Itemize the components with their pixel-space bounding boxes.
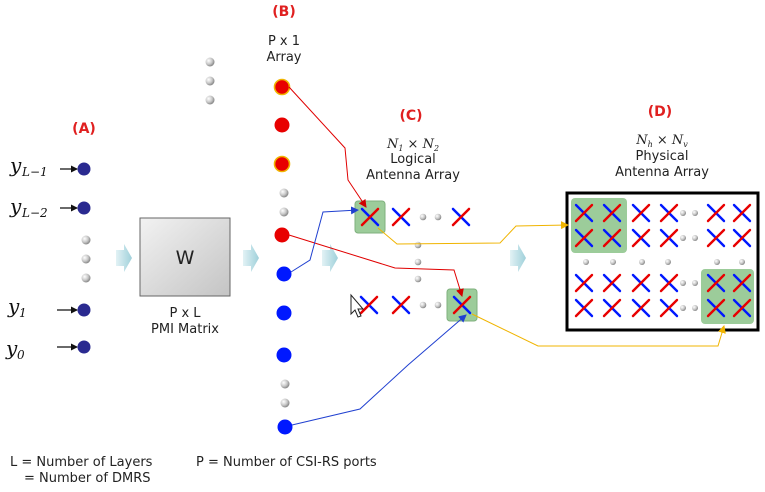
- port-red-1: [273, 78, 291, 96]
- logical-antenna-element: [451, 207, 471, 227]
- port-blue-4: [277, 419, 293, 435]
- link-yellow-1: [377, 221, 569, 245]
- logical-label-2: Antenna Array: [366, 168, 460, 183]
- physical-label-2: Antenna Array: [615, 165, 709, 180]
- physical-antenna-element: [659, 228, 679, 248]
- physical-antenna-element: [602, 228, 622, 248]
- physical-antenna-element: [574, 228, 594, 248]
- flow-arrow-3: [322, 244, 338, 272]
- layer-yL-1: y L−1: [9, 153, 48, 179]
- physical-label: Physical: [636, 149, 689, 164]
- section-c-label: (C): [399, 108, 422, 124]
- logical-antenna-element: [359, 295, 379, 315]
- physical-antenna-element: [732, 273, 752, 293]
- flow-arrow-2: [243, 244, 259, 272]
- physical-antenna-element: [574, 273, 594, 293]
- physical-antenna-element: [631, 298, 651, 318]
- logical-vertical-ellipsis: [414, 241, 422, 283]
- svg-text:L−2: L−2: [21, 206, 48, 220]
- physical-antenna-element: [706, 228, 726, 248]
- physical-antenna-element: [631, 228, 651, 248]
- layer-yL-2: y L−2: [9, 194, 48, 220]
- svg-text:y: y: [9, 194, 22, 218]
- svg-text:y: y: [9, 153, 22, 177]
- link-yellow-2: [471, 313, 726, 347]
- pmi-matrix-dimension: P x L: [169, 306, 201, 321]
- pmi-matrix-symbol: W: [176, 247, 195, 269]
- link-red-port1: [288, 86, 367, 208]
- ports-bottom-ellipsis: [280, 379, 290, 408]
- section-b-label: (B): [272, 4, 295, 20]
- link-blue-port1: [290, 206, 359, 273]
- legend-ports: P = Number of CSI-RS ports: [196, 455, 377, 470]
- physical-antenna-element: [732, 203, 752, 223]
- svg-text:y: y: [5, 336, 18, 360]
- physical-antenna-element: [706, 273, 726, 293]
- physical-antenna-element: [706, 203, 726, 223]
- logical-antenna-element: [360, 207, 380, 227]
- legend-dmrs: = Number of DMRS: [24, 471, 151, 486]
- flow-arrow-1: [116, 244, 132, 272]
- layer-dot-yL-1: [77, 162, 91, 176]
- pmi-matrix-label: PMI Matrix: [151, 322, 219, 337]
- ports-mid-ellipsis: [279, 188, 289, 217]
- layer-y0: y 0: [5, 336, 25, 362]
- link-red-port4: [288, 234, 464, 297]
- array-b-dimension: P x 1: [268, 34, 300, 49]
- logical-antenna-element: [391, 295, 411, 315]
- physical-elements: [574, 203, 752, 318]
- svg-text:L−1: L−1: [21, 165, 48, 179]
- physical-ellipsis: [583, 210, 745, 311]
- link-blue-port4: [291, 314, 467, 426]
- port-blue-2: [276, 305, 292, 321]
- logical-row1-ellipsis: [419, 213, 442, 221]
- physical-dimension: Nh × Nv: [635, 133, 688, 149]
- array-b-label: Array: [266, 50, 301, 65]
- cursor-pointer: [350, 293, 365, 318]
- layer-dot-y0: [77, 340, 91, 354]
- pmi-matrix-box: [139, 217, 231, 297]
- layer-dot-y1: [77, 303, 91, 317]
- layer-dot-yL-2: [77, 201, 91, 215]
- physical-antenna-element: [732, 228, 752, 248]
- physical-antenna-element: [706, 298, 726, 318]
- ports-top-ellipsis: [205, 57, 215, 105]
- svg-text:y: y: [7, 294, 20, 318]
- physical-antenna-element: [602, 203, 622, 223]
- physical-antenna-element: [574, 298, 594, 318]
- layer-arrows: [57, 165, 78, 351]
- physical-antenna-element: [659, 203, 679, 223]
- logical-row2-ellipsis: [419, 301, 442, 309]
- section-a-label: (A): [72, 121, 96, 137]
- port-red-4: [274, 227, 290, 243]
- logical-antenna-element: [452, 295, 472, 315]
- physical-antenna-element: [602, 298, 622, 318]
- port-blue-3: [276, 347, 292, 363]
- physical-antenna-element: [631, 203, 651, 223]
- layer-ellipsis: [81, 235, 91, 283]
- physical-antenna-element: [659, 298, 679, 318]
- physical-antenna-element: [631, 273, 651, 293]
- layer-y1: y 1: [7, 294, 27, 320]
- logical-elements: [359, 207, 472, 315]
- port-red-3: [273, 155, 291, 173]
- logical-antenna-element: [391, 207, 411, 227]
- logical-dimension: N1 × N2: [386, 137, 439, 153]
- legend-layers: L = Number of Layers: [10, 455, 153, 470]
- svg-text:1: 1: [19, 306, 27, 320]
- flow-arrow-4: [510, 244, 526, 272]
- physical-antenna-element: [659, 273, 679, 293]
- section-d-label: (D): [648, 104, 672, 120]
- port-blue-1: [276, 266, 292, 282]
- physical-antenna-element: [602, 273, 622, 293]
- svg-text:0: 0: [17, 348, 25, 362]
- physical-antenna-element: [732, 298, 752, 318]
- physical-antenna-element: [574, 203, 594, 223]
- logical-label: Logical: [390, 152, 436, 167]
- port-red-2: [274, 117, 290, 133]
